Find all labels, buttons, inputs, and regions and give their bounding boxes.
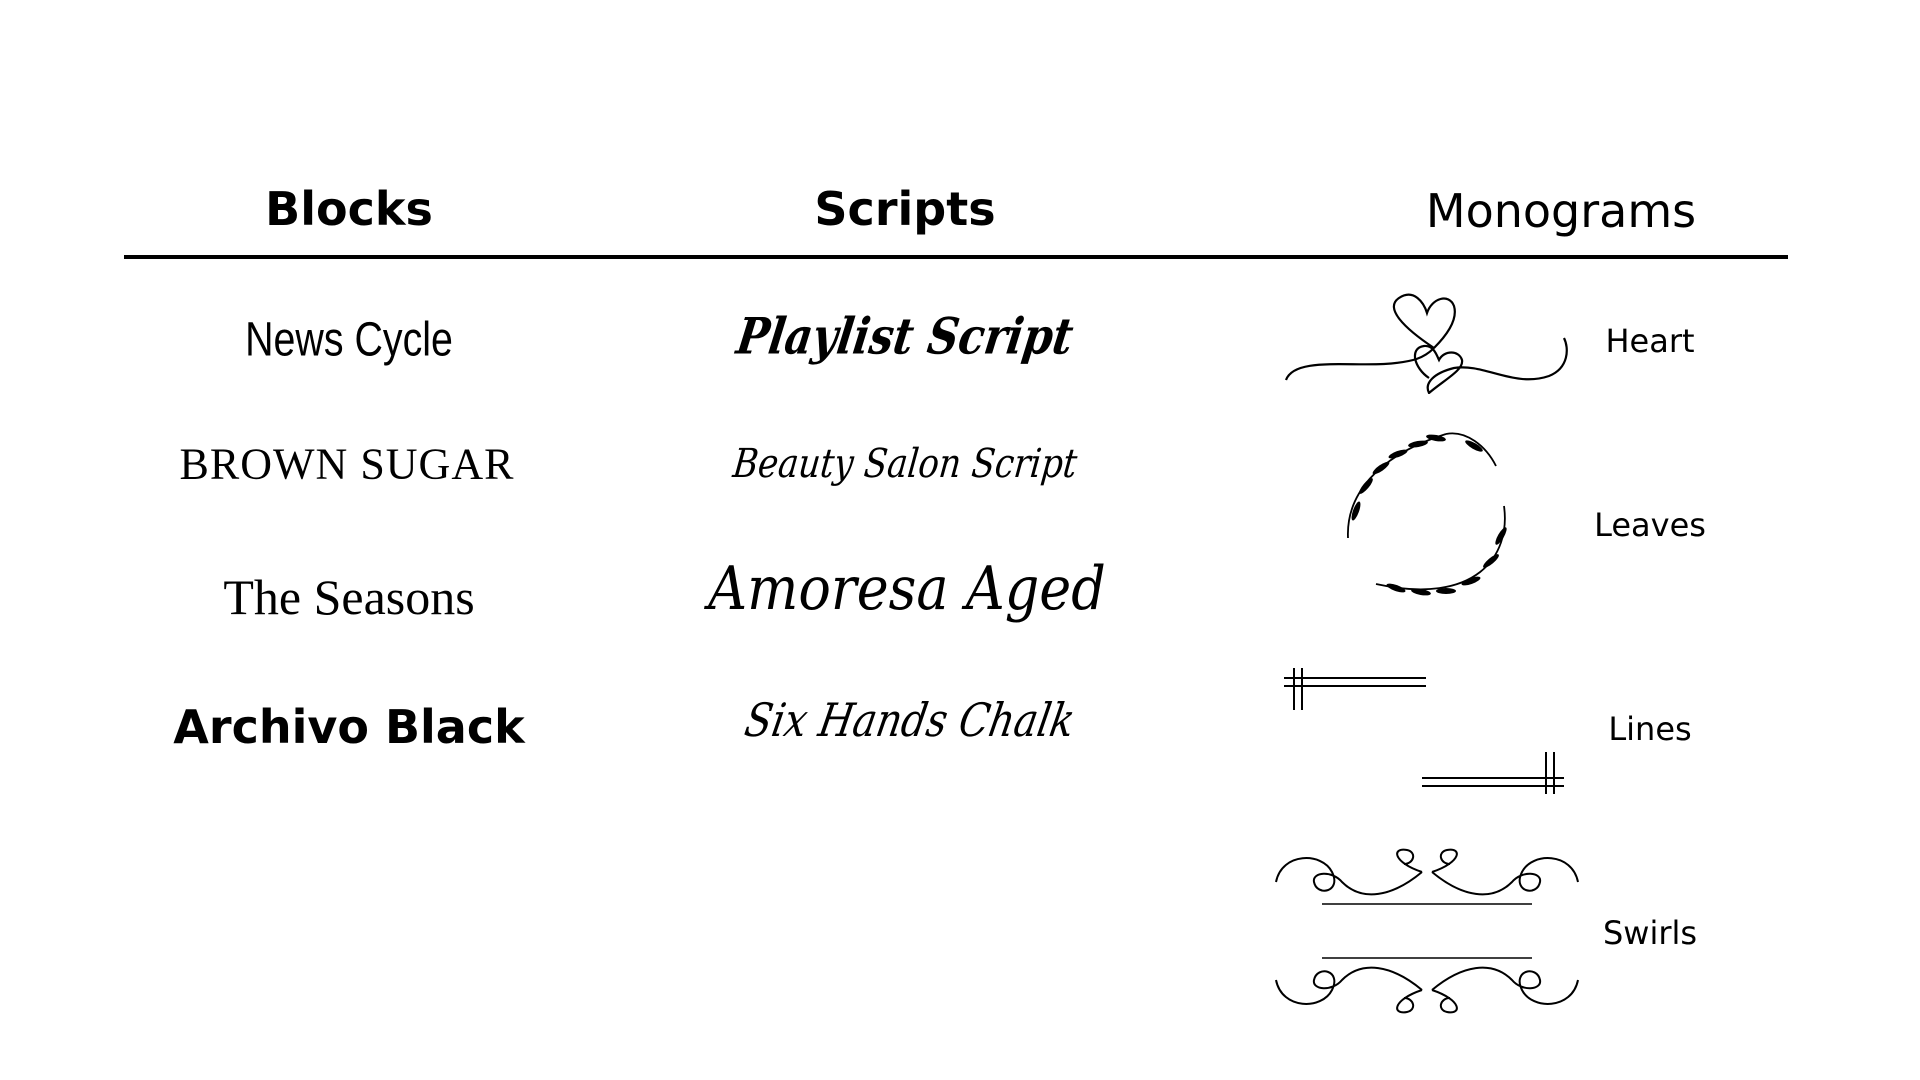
header-monograms: Monograms: [1425, 184, 1697, 238]
header-scripts: Scripts: [814, 182, 996, 236]
corner-lines-icon: [1284, 668, 1564, 794]
swirl-flourish-icon: [1275, 848, 1579, 1014]
monogram-label-heart: Heart: [1605, 322, 1695, 360]
script-font-beauty-salon: Beauty Salon Script: [730, 441, 1080, 487]
monogram-label-swirls: Swirls: [1602, 914, 1698, 952]
header-blocks: Blocks: [265, 182, 433, 236]
monogram-label-leaves: Leaves: [1594, 506, 1706, 544]
script-font-amoresa-aged: Amoresa Aged: [708, 554, 1106, 624]
script-font-six-hands-chalk: Six Hands Chalk: [740, 693, 1080, 747]
block-font-news-cycle: News Cycle: [245, 313, 453, 367]
block-font-archivo-black: Archivo Black: [173, 700, 525, 754]
block-font-the-seasons: The Seasons: [223, 569, 475, 625]
script-font-playlist: Playlist Script: [733, 306, 1077, 366]
header-divider: [124, 255, 1788, 259]
leaf-wreath-icon: [1347, 432, 1507, 596]
heart-flourish-icon: [1284, 293, 1568, 394]
block-font-brown-sugar: BROWN SUGAR: [179, 439, 515, 489]
monogram-label-lines: Lines: [1608, 710, 1692, 748]
